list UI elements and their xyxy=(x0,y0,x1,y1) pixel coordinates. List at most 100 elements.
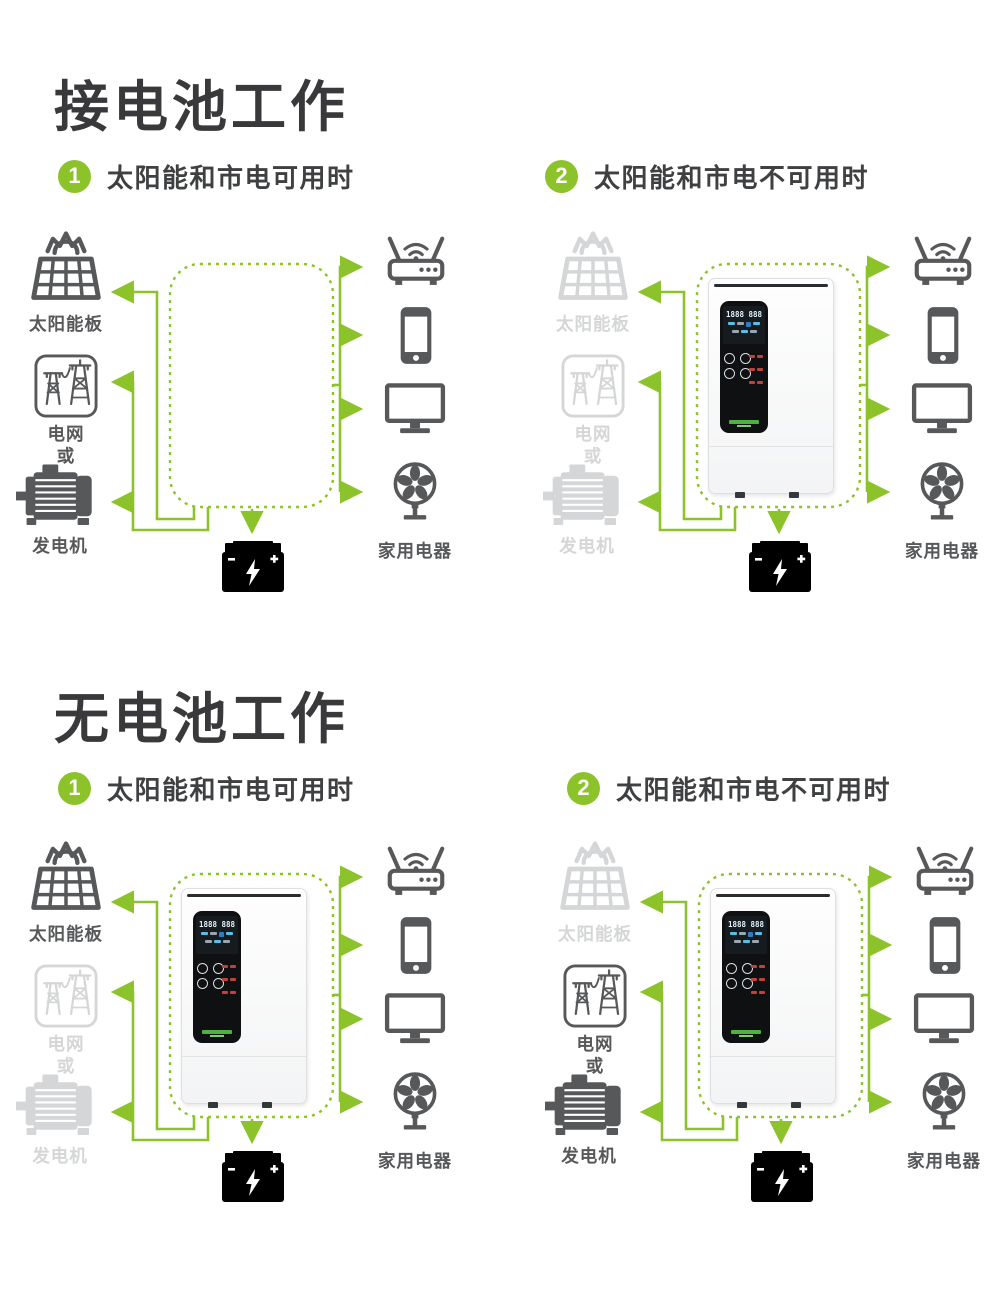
solar-panel-icon xyxy=(551,834,639,918)
phone-icon xyxy=(927,916,963,975)
scenario-caption: 太阳能和市电可用时 xyxy=(107,774,355,805)
or-connector: 或 xyxy=(34,443,98,468)
energy-flow-connectors xyxy=(637,255,891,535)
device-button-down xyxy=(740,368,751,379)
lcd-digits: 1888 888 xyxy=(727,920,765,929)
scenario-cell: 太阳能板 电网 或 发电机 1888 888 xyxy=(529,822,1000,1232)
number-badge: 2 xyxy=(545,159,578,193)
appliances: 家用电器 xyxy=(368,1148,462,1173)
solar-panel: 太阳能板 xyxy=(10,224,122,336)
device-seam xyxy=(182,1056,306,1057)
section-title-without-battery: 无电池工作 xyxy=(54,688,350,750)
scenario-caption-row: 1 太阳能和市电可用时 xyxy=(58,159,355,193)
energy-flow-connectors xyxy=(110,255,364,535)
battery-icon xyxy=(748,539,812,593)
device-lcd-display: 1888 888 xyxy=(723,306,765,344)
device-button-down xyxy=(213,978,224,989)
appliances: 家用电器 xyxy=(895,538,989,563)
monitor xyxy=(383,992,447,1046)
appliances: 家用电器 xyxy=(897,1148,991,1173)
device-button-down xyxy=(742,978,753,989)
scenario-cell: 太阳能板 电网 或 发电机 1888 888 xyxy=(0,822,500,1232)
flow-arrow-solar xyxy=(110,890,196,1131)
solar-panel-icon xyxy=(549,224,637,308)
generator: 发电机 xyxy=(541,1074,637,1168)
brand-logo xyxy=(202,1030,232,1037)
appliances-label: 家用电器 xyxy=(907,1151,981,1171)
generator-icon xyxy=(545,1074,633,1138)
scenario-caption-row: 2 太阳能和市电不可用时 xyxy=(545,159,869,193)
energy-flow-connectors xyxy=(639,865,893,1145)
device-button-esc xyxy=(726,963,737,974)
device-buttons xyxy=(197,963,224,989)
device-top-strip xyxy=(187,894,301,897)
smartphone xyxy=(924,306,962,365)
monitor-icon xyxy=(384,992,446,1046)
flow-arrow-router xyxy=(338,255,364,492)
device-button-up xyxy=(740,353,751,364)
scenario-cell: 太阳能板 电网 或 发电机 1888 888 xyxy=(527,212,1000,622)
device-foot xyxy=(262,1102,272,1108)
device-seam xyxy=(711,1056,835,1057)
appliances-label: 家用电器 xyxy=(905,541,979,561)
scenario-caption: 太阳能和市电不可用时 xyxy=(594,162,870,193)
brand-logo xyxy=(731,1030,761,1037)
solar-panel-label: 太阳能板 xyxy=(29,924,103,944)
energy-flow-connectors xyxy=(110,865,364,1145)
or-label: 或 xyxy=(583,446,603,466)
solar-panel: 太阳能板 xyxy=(10,834,122,946)
device-buttons xyxy=(724,353,751,379)
generator: 发电机 xyxy=(12,1074,108,1168)
monitor xyxy=(383,382,447,436)
device-control-panel: 1888 888 xyxy=(720,301,768,433)
wifi-router xyxy=(907,229,979,287)
power-grid-label: 电网 xyxy=(47,1034,85,1054)
phone-icon xyxy=(398,916,434,975)
fan-icon xyxy=(387,459,443,523)
solar-panel-label: 太阳能板 xyxy=(556,314,630,334)
power-grid: 电网 xyxy=(34,354,98,446)
device-top-strip xyxy=(714,284,828,287)
router-icon xyxy=(381,229,451,287)
device-led-indicators xyxy=(749,355,763,384)
fan-icon xyxy=(387,1069,443,1133)
generator-label: 发电机 xyxy=(32,1146,88,1166)
brand-logo xyxy=(729,420,759,427)
battery xyxy=(221,1149,285,1203)
device-foot xyxy=(735,492,745,498)
flow-arrow-solar xyxy=(110,280,196,521)
or-connector: 或 xyxy=(34,1053,98,1078)
power-grid-label: 电网 xyxy=(574,424,612,444)
power-grid-icon xyxy=(34,354,98,418)
device-foot xyxy=(737,1102,747,1108)
power-grid: 电网 xyxy=(561,354,625,446)
device-control-panel: 1888 888 xyxy=(193,911,241,1043)
device-button-enter xyxy=(724,368,735,379)
inverter-outline xyxy=(168,262,335,509)
router-icon xyxy=(908,229,978,287)
scenario-caption: 太阳能和市电可用时 xyxy=(107,162,355,193)
or-label: 或 xyxy=(585,1056,605,1076)
device-led-indicators xyxy=(751,965,765,994)
lcd-status-icons xyxy=(196,932,238,937)
lcd-digits: 1888 888 xyxy=(725,310,763,319)
phone-icon xyxy=(398,306,434,365)
lcd-status-icons2 xyxy=(723,330,765,333)
inverter-device: 1888 888 xyxy=(708,278,834,498)
monitor-icon xyxy=(384,382,446,436)
power-grid-icon xyxy=(34,964,98,1028)
battery-icon xyxy=(750,1149,814,1203)
battery-icon xyxy=(221,539,285,593)
electric-fan xyxy=(386,459,444,523)
scenario-cell: 太阳能板 电网 或 发电机 1888 888 xyxy=(0,212,500,622)
scenario-caption: 太阳能和市电不可用时 xyxy=(616,774,892,805)
inverter-device: 1888 888 xyxy=(181,888,307,1108)
battery xyxy=(748,539,812,593)
scenario-caption-row: 2 太阳能和市电不可用时 xyxy=(567,771,891,805)
fan-icon xyxy=(914,459,970,523)
battery xyxy=(750,1149,814,1203)
solar-panel-label: 太阳能板 xyxy=(29,314,103,334)
or-connector: 或 xyxy=(563,1053,627,1078)
solar-panel-icon xyxy=(22,834,110,918)
flow-arrow-grid xyxy=(110,370,210,532)
